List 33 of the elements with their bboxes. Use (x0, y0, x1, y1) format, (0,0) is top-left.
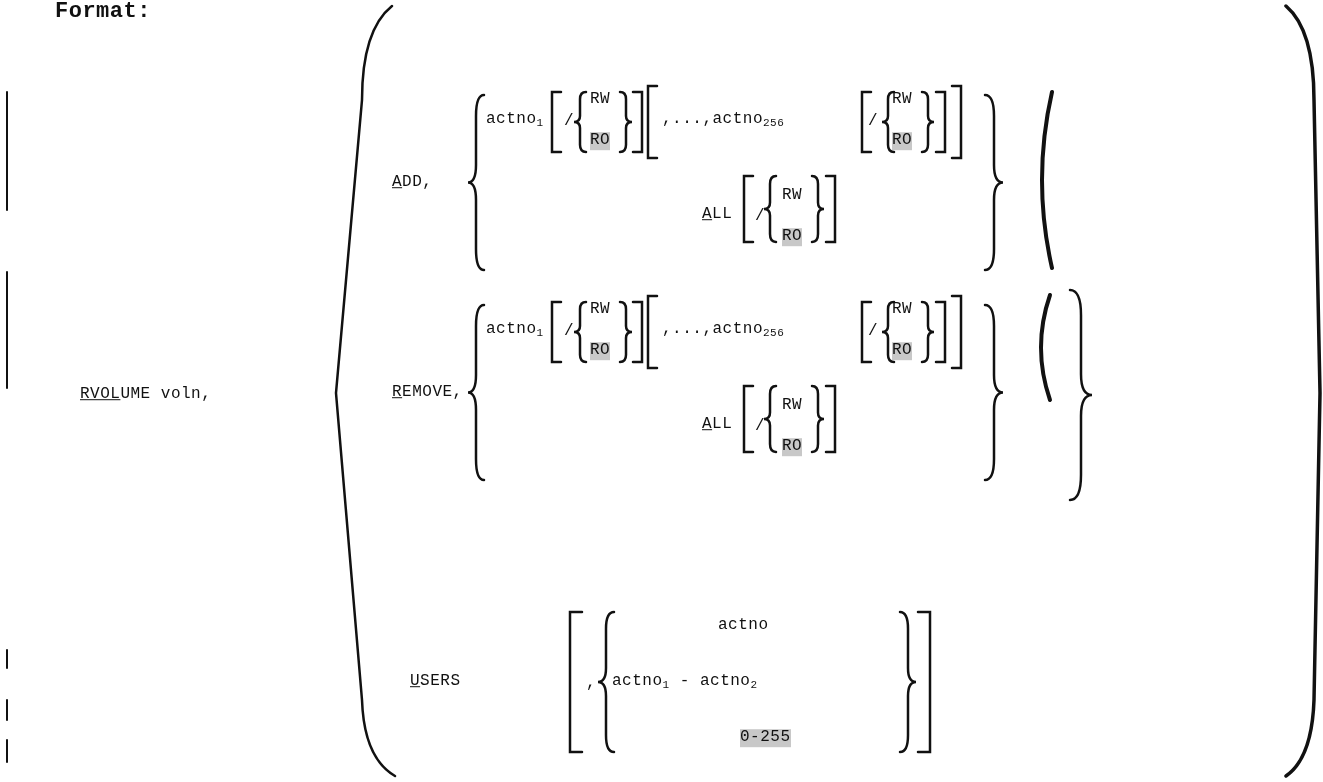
command-name: RVOLUME voln, (80, 386, 212, 404)
option: RW (590, 301, 611, 319)
option: RO (590, 342, 611, 360)
option: RW (590, 91, 611, 109)
separator: / (755, 208, 766, 226)
parameter: actno (718, 617, 769, 635)
option: RW (782, 397, 803, 415)
separator: / (564, 323, 575, 341)
keyword: ALL (702, 206, 733, 224)
value-range: 0-255 (740, 729, 791, 747)
parameter: actno$_{1}$ - actno$_{2}$ (612, 672, 758, 692)
option: RO (782, 438, 803, 456)
parameter: ,...,actno$_{256}$ (662, 320, 785, 340)
separator: / (564, 113, 575, 131)
option: RW (892, 301, 913, 319)
option: RO (892, 342, 913, 360)
keyword: ADD, (392, 174, 433, 192)
keyword: REMOVE, (392, 384, 463, 402)
separator: / (868, 113, 879, 131)
parameter: actno$_{1}$ (486, 320, 544, 340)
separator: / (755, 418, 766, 436)
option: RO (782, 228, 803, 246)
parameter: ,...,actno$_{256}$ (662, 110, 785, 130)
separator: , (586, 675, 597, 693)
option: RW (892, 91, 913, 109)
keyword: ALL (702, 416, 733, 434)
parameter: actno$_{1}$ (486, 110, 544, 130)
separator: / (868, 323, 879, 341)
option: RO (892, 132, 913, 150)
option: RO (590, 132, 611, 150)
keyword: USERS (410, 673, 461, 691)
heading: Format: (55, 0, 151, 25)
option: RW (782, 187, 803, 205)
